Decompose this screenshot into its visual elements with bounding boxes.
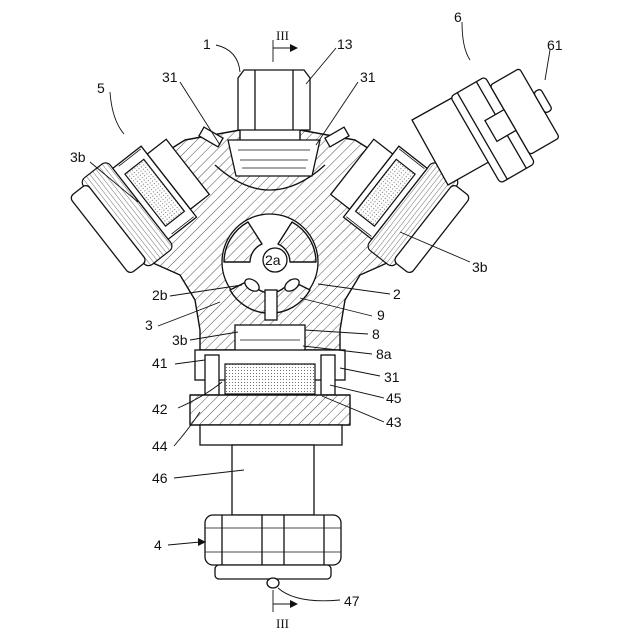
label-5: 5: [97, 80, 105, 96]
label-41: 41: [152, 355, 168, 371]
lower-nut: [205, 515, 341, 588]
label-1: 1: [203, 36, 211, 52]
label-2: 2: [393, 286, 401, 302]
label-47: 47: [344, 593, 360, 609]
label-2b: 2b: [152, 287, 168, 303]
label-8: 8: [372, 326, 380, 342]
label-3b-right: 3b: [472, 259, 488, 275]
section-label-bottom: III: [276, 616, 289, 631]
label-44: 44: [152, 438, 168, 454]
lower-pipe: [232, 445, 314, 515]
label-31-lower: 31: [384, 369, 400, 385]
label-2a: 2a: [265, 252, 281, 268]
label-61: 61: [547, 37, 563, 53]
label-4: 4: [154, 537, 162, 553]
label-6: 6: [454, 9, 462, 25]
section-label-top: III: [276, 28, 289, 43]
label-13: 13: [337, 36, 353, 52]
label-45: 45: [386, 390, 402, 406]
label-3: 3: [145, 317, 153, 333]
label-8a: 8a: [376, 346, 392, 362]
label-9: 9: [377, 307, 385, 323]
label-3b-center: 3b: [172, 332, 188, 348]
label-46: 46: [152, 470, 168, 486]
label-31-left: 31: [162, 69, 178, 85]
label-43: 43: [386, 414, 402, 430]
label-3b-left: 3b: [70, 149, 86, 165]
label-42: 42: [152, 401, 168, 417]
label-31-right: 31: [360, 69, 376, 85]
